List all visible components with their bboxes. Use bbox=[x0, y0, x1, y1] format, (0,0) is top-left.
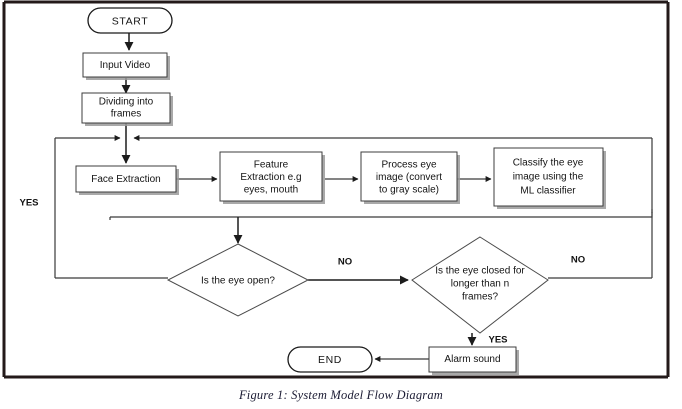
edge-label-yes-left-loop: YES bbox=[19, 198, 38, 209]
node-process-eye-image[interactable]: Process eye image (convert to gray scale… bbox=[360, 151, 460, 204]
node-feature-line3: eyes, mouth bbox=[244, 185, 298, 196]
figure-caption: Figure 1: System Model Flow Diagram bbox=[238, 388, 444, 402]
edge-label-yes-eye-closed: YES bbox=[488, 335, 507, 346]
node-eye-open-label: Is the eye open? bbox=[201, 276, 275, 287]
node-alarm-sound-label: Alarm sound bbox=[444, 354, 500, 365]
node-face-extraction[interactable]: Face Extraction bbox=[75, 165, 179, 195]
connector-classify-to-bus bbox=[110, 209, 653, 218]
node-decision-eye-closed[interactable]: Is the eye closed for longer than n fram… bbox=[411, 236, 549, 334]
node-classify-line1: Classify the eye bbox=[513, 158, 584, 169]
node-feature-extraction[interactable]: Feature Extraction e.g eyes, mouth bbox=[219, 151, 325, 204]
node-face-extraction-label: Face Extraction bbox=[91, 174, 160, 185]
node-eye-closed-line1: Is the eye closed for bbox=[435, 266, 525, 277]
node-dividing-into-frames[interactable]: Dividing into frames bbox=[81, 92, 173, 126]
node-classify-line2: image using the bbox=[513, 172, 584, 183]
node-process-eye-line2: image (convert bbox=[376, 172, 442, 183]
node-classify-eye-image[interactable]: Classify the eye image using the ML clas… bbox=[493, 147, 606, 209]
node-decision-eye-open[interactable]: Is the eye open? bbox=[166, 243, 310, 317]
node-start-label: START bbox=[112, 15, 148, 27]
node-classify-line3: ML classifier bbox=[520, 186, 576, 197]
node-eye-closed-line3: frames? bbox=[462, 292, 499, 303]
node-feature-line1: Feature bbox=[254, 160, 289, 171]
node-end-label: END bbox=[318, 354, 342, 366]
node-input-video-label: Input Video bbox=[100, 60, 151, 71]
node-feature-line2: Extraction e.g bbox=[240, 172, 301, 183]
edge-label-no-eye-open: NO bbox=[338, 257, 352, 268]
node-input-video[interactable]: Input Video bbox=[82, 52, 170, 80]
node-dividing-line1: Dividing into bbox=[99, 97, 154, 108]
node-alarm-sound[interactable]: Alarm sound bbox=[428, 346, 519, 375]
node-process-eye-line1: Process eye bbox=[381, 160, 436, 171]
node-dividing-line2: frames bbox=[111, 109, 142, 120]
node-eye-closed-line2: longer than n bbox=[451, 279, 509, 290]
node-end[interactable]: END bbox=[287, 346, 373, 373]
node-process-eye-line3: to gray scale) bbox=[379, 185, 439, 196]
node-start[interactable]: START bbox=[87, 7, 173, 34]
edge-label-no-eye-closed: NO bbox=[571, 255, 585, 266]
